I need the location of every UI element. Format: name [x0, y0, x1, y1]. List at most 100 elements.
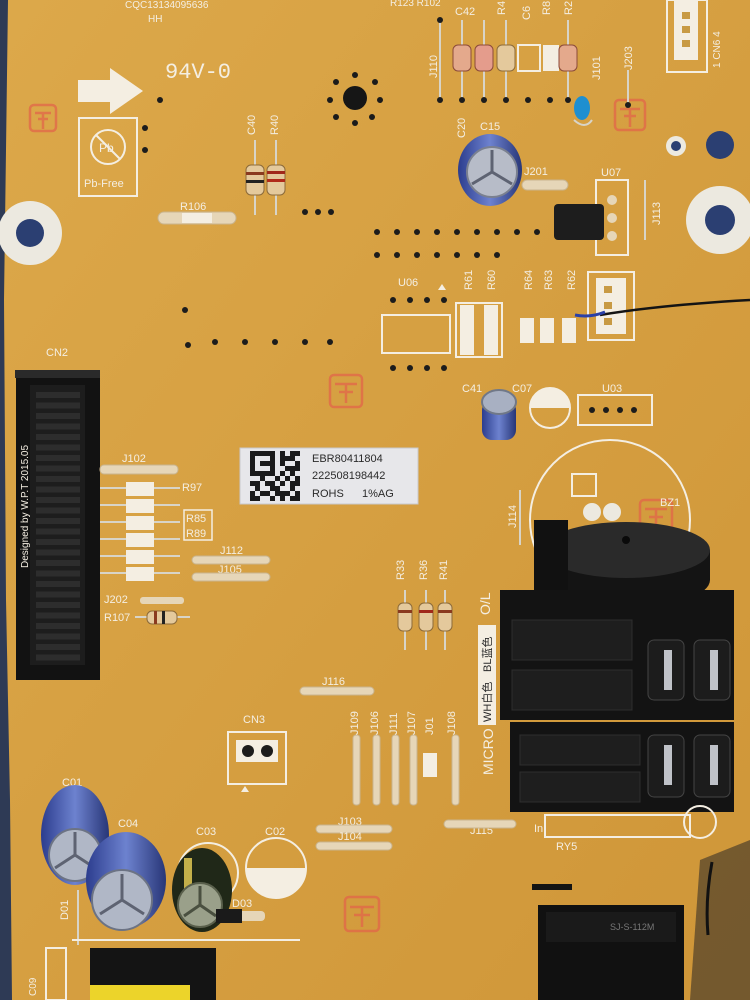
connector-pin: [36, 570, 80, 577]
mounting-hole-right: [686, 186, 750, 254]
ref-r97: R97: [182, 482, 202, 494]
ref-c40: C40: [246, 115, 258, 135]
electrolytic-capacitor-c04: [86, 832, 166, 931]
ladder-resistor: [126, 482, 154, 496]
ref-j116: J116: [322, 676, 345, 688]
resistor-c40: [245, 140, 265, 215]
black-wire: [599, 298, 750, 317]
resistor-ladder: [100, 482, 180, 581]
ref-c04: C04: [118, 818, 138, 830]
ref-c09: C09: [28, 977, 39, 996]
connector-pin: [36, 591, 80, 598]
ref-j102: J102: [122, 453, 146, 465]
ref-j106: J106: [369, 711, 381, 735]
svg-text:Pb: Pb: [99, 141, 114, 155]
connector-pin: [36, 549, 80, 556]
ref-u06: U06: [398, 277, 418, 289]
ref-r40: R40: [269, 115, 281, 135]
pb-free-label: Pb-Free: [84, 178, 124, 190]
connector-pin: [36, 507, 80, 514]
pb-free-icon: Pb Pb-Free: [78, 117, 138, 197]
footprint-c02: [245, 837, 307, 899]
micro-switch-top: [500, 590, 734, 720]
sticker-rohs: ROHS: [312, 488, 344, 500]
yellow-capacitor: [90, 985, 190, 1000]
connector-pin: [36, 497, 80, 503]
resistors-r33-r41: [397, 590, 453, 650]
flammability-rating: 94V-0: [165, 60, 231, 85]
ladder-resistor: [126, 550, 154, 564]
connector-pin: [36, 413, 80, 419]
ladder-resistor: [126, 499, 154, 513]
connector-pin: [36, 644, 80, 650]
ref-j104: J104: [338, 831, 362, 843]
connector-pin: [36, 633, 80, 640]
connector-pin: [36, 455, 80, 461]
ref-c20: C20: [456, 118, 468, 138]
hh-text: HH: [148, 14, 162, 25]
ref-u03: U03: [602, 383, 622, 395]
ref-j109: J109: [349, 711, 361, 735]
transistor-u07: [554, 204, 604, 240]
part-sticker: EBR80411804 222508198442 ROHS 1%AG: [239, 447, 419, 505]
ladder-resistor: [126, 533, 154, 547]
ref-j201: J201: [524, 166, 548, 178]
cn6-connector: [666, 0, 708, 73]
connector-pin: [36, 518, 80, 524]
ref-u07: U07: [601, 167, 621, 179]
connector-pin: [36, 623, 80, 629]
ref-c15: C15: [480, 121, 500, 133]
electrolytic-capacitor-c15: [458, 134, 522, 206]
jumper-wire: [451, 734, 460, 806]
ref-cn2: CN2: [46, 347, 68, 359]
wh-label: WH白色: [480, 682, 494, 722]
ref-r89: R89: [186, 528, 206, 540]
ref-r41: R41: [438, 560, 450, 580]
ref-r64: R64: [523, 270, 535, 290]
serial-partial: CQC13134095636: [125, 0, 209, 11]
cn6-label: 1 CN6 4: [712, 31, 723, 68]
ref-j202: J202: [104, 594, 128, 606]
ref-j101: J101: [591, 56, 603, 80]
ref-r85: R85: [186, 513, 206, 525]
ref-d03: D03: [232, 898, 252, 910]
ref-d01: D01: [59, 900, 71, 920]
hole: [706, 131, 734, 159]
vertical-jumpers: [352, 734, 460, 806]
ref-r107: R107: [104, 612, 130, 624]
footprint-c07: [529, 387, 571, 429]
connector-pin: [36, 434, 80, 440]
connector-pin: [36, 539, 80, 545]
mounting-hole-left: [0, 201, 62, 265]
jumper-wire: [372, 734, 381, 806]
ref-c02: C02: [265, 826, 285, 838]
ref-c41: C41: [462, 383, 482, 395]
connector-pin: [36, 392, 80, 398]
bl-label: BL蓝色: [480, 637, 494, 672]
connector-pin: [36, 444, 80, 451]
relay: SJ-S-112M: [538, 905, 684, 1000]
ref-c07: C07: [512, 383, 532, 395]
u06-footprint: [381, 314, 451, 354]
ref-r63: R63: [543, 270, 555, 290]
micro-label: MICRO: [480, 728, 496, 775]
ref-bz1: BZ1: [660, 497, 680, 509]
sticker-part-number: EBR80411804: [312, 453, 383, 465]
designer-note: Designed by W.P.T 2015.05: [20, 445, 31, 568]
switch-ol-label: O/L: [477, 592, 493, 615]
ref-j203: J203: [623, 46, 635, 70]
ref-j114: J114: [507, 505, 519, 528]
sticker-serial: 222508198442: [312, 470, 385, 482]
ref-c42: C42: [455, 6, 475, 18]
ref-cn3: CN3: [243, 714, 265, 726]
ref-r36: R36: [418, 560, 430, 580]
micro-switch-bottom: [510, 722, 734, 812]
ref-ry5: RY5: [556, 841, 577, 853]
ref-r2: R2: [563, 1, 575, 15]
connector-pin: [36, 602, 80, 608]
ref-r106: R106: [180, 201, 206, 213]
ln-label: In: [534, 823, 543, 835]
ref-j112: J112: [220, 545, 243, 557]
ref-r4: R4: [496, 1, 508, 15]
